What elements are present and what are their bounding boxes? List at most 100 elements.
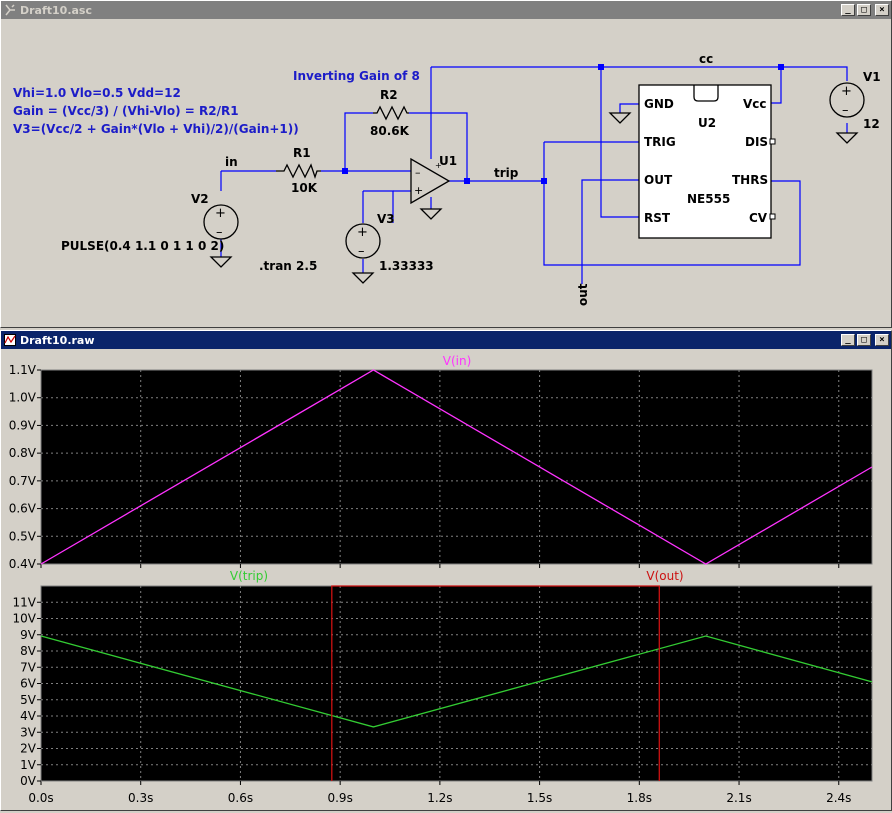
pin-out: OUT [644, 173, 673, 187]
ground-icon [608, 112, 632, 124]
y-tick-label: 1.1V [9, 363, 37, 377]
net-label-trip: trip [494, 166, 519, 180]
waveform-icon [3, 333, 17, 347]
source-v3-circle [345, 223, 381, 259]
opamp-u1-symbol [410, 157, 451, 205]
y-tick-label: 0.8V [9, 446, 37, 460]
x-tick-label: 2.1s [726, 791, 751, 805]
pin-dis: DIS [745, 135, 768, 149]
y-tick-label: 2V [20, 742, 37, 756]
opamp-u1[interactable]: – + + U1 [410, 154, 457, 205]
source-v2-plus: + [215, 206, 226, 221]
y-tick-label: 0V [20, 774, 37, 788]
minimize-button[interactable]: _ [841, 334, 855, 346]
series-line-v-trip [40, 635, 873, 728]
gain-note: Inverting Gain of 8 [293, 69, 420, 83]
dis-pin-marker [769, 138, 776, 145]
plot-pane-1 [40, 369, 873, 565]
r2-value: 80.6K [370, 124, 410, 138]
minimize-button[interactable]: _ [841, 4, 855, 16]
y-tick-label: 4V [20, 709, 37, 723]
x-tick-label: 0.3s [128, 791, 153, 805]
x-tick-label: 0.9s [327, 791, 352, 805]
net-label-in: in [225, 155, 238, 169]
u2-part: NE555 [687, 192, 730, 206]
y-tick-label: 3V [20, 725, 37, 739]
resistor-r1[interactable]: R1 10K [276, 146, 321, 195]
y-tick-label: 0.5V [9, 529, 37, 543]
y-tick-label: 7V [20, 660, 37, 674]
x-tick-label: 1.5s [527, 791, 552, 805]
timer-u2-body [638, 84, 772, 239]
net-label-cc: cc [699, 52, 713, 66]
y-tick-label: 5V [20, 693, 37, 707]
u2-name: U2 [698, 116, 716, 130]
ltspice-schematic-icon [3, 3, 17, 17]
ground-icon [835, 132, 859, 144]
net-label-out: out [576, 283, 590, 306]
ground-icon [209, 256, 233, 268]
opamp-supply-plus: + [435, 161, 442, 170]
v1-name: V1 [863, 70, 881, 84]
waveform-titlebar[interactable]: Draft10.raw _ □ × [1, 331, 891, 349]
y-tick-label: 10V [13, 612, 37, 626]
opamp-plus-sign: + [414, 184, 423, 197]
r1-value: 10K [291, 181, 318, 195]
source-v2-minus: – [216, 225, 223, 240]
y-tick-label: 0.7V [9, 474, 37, 488]
trace-label: V(trip) [230, 569, 268, 583]
source-v2-circle [203, 204, 239, 240]
close-button[interactable]: × [875, 4, 889, 16]
junctions [342, 64, 784, 184]
cv-pin-marker [769, 213, 776, 220]
schematic-window[interactable]: Draft10.asc _ □ × [0, 0, 892, 328]
source-v3-minus: – [358, 244, 365, 259]
y-tick-label: 6V [20, 677, 37, 691]
timer-u2[interactable]: GND TRIG OUT RST Vcc DIS THRS CV U2 NE55… [638, 84, 776, 239]
timer-u2-notch [693, 85, 719, 102]
y-tick-label: 11V [13, 595, 37, 609]
waveform-title: Draft10.raw [20, 333, 95, 347]
schematic-title: Draft10.asc [20, 3, 92, 17]
v2-name: V2 [191, 192, 209, 206]
maximize-button[interactable]: □ [857, 334, 871, 346]
y-tick-label: 0.4V [9, 557, 37, 571]
v3-name: V3 [377, 212, 395, 226]
y-tick-label: 0.9V [9, 418, 37, 432]
y-tick-label: 8V [20, 644, 37, 658]
v1-value: 12 [863, 117, 880, 131]
ground-icon [419, 208, 443, 220]
series-line-v-in [40, 369, 873, 565]
pin-gnd: GND [644, 97, 674, 111]
trace-label: V(out) [646, 569, 683, 583]
resistor-r2[interactable]: R2 80.6K [370, 88, 410, 138]
ground-symbols [209, 112, 859, 284]
r2-name: R2 [380, 88, 398, 102]
source-v3[interactable]: + – V3 1.33333 [345, 212, 434, 273]
source-v1[interactable]: + – V1 12 [829, 70, 881, 131]
y-tick-label: 1V [20, 758, 37, 772]
tran-directive: .tran 2.5 [259, 259, 317, 273]
source-v2[interactable]: + – V2 PULSE(0.4 1.1 0 1 1 0 2) [61, 192, 239, 253]
waveform-plot[interactable]: 0.4V0.5V0.6V0.7V0.8V0.9V1.0V1.1V0V1V2V3V… [2, 350, 890, 810]
opamp-minus-sign: – [415, 166, 421, 179]
schematic-titlebar[interactable]: Draft10.asc _ □ × [1, 1, 891, 19]
pin-thrs: THRS [732, 173, 768, 187]
y-tick-label: 1.0V [9, 391, 37, 405]
schematic-canvas[interactable]: R1 10K R2 80.6K – + + U1 + – [6, 23, 887, 325]
pin-vcc: Vcc [743, 97, 767, 111]
maximize-button[interactable]: □ [857, 4, 871, 16]
source-v1-minus: – [842, 103, 849, 118]
pin-rst: RST [644, 211, 671, 225]
x-tick-label: 1.2s [427, 791, 452, 805]
close-button[interactable]: × [875, 334, 889, 346]
source-v3-plus: + [357, 225, 368, 240]
source-v1-circle [829, 82, 865, 118]
resistor-r2-symbol [373, 105, 409, 121]
x-tick-label: 2.4s [826, 791, 851, 805]
directive-line-3: V3=(Vcc/2 + Gain*(Vlo + Vhi)/2)/(Gain+1)… [13, 122, 299, 136]
series-line-v-out [331, 585, 660, 781]
x-tick-label: 1.8s [627, 791, 652, 805]
